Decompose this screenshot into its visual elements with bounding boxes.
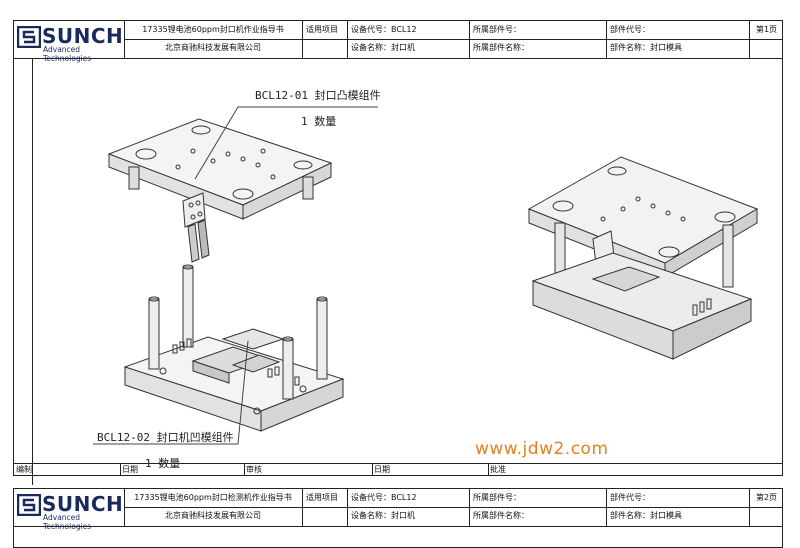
- page-number-2: 第2页: [755, 493, 778, 502]
- logo-text: SUNCH: [42, 24, 124, 48]
- footer-approved-by: 批准: [490, 465, 506, 474]
- equipment-name-2: 设备名称：封口机: [351, 511, 415, 520]
- title-block-header: SUNCH Advanced Technologies 17335锂电池60pp…: [14, 21, 782, 63]
- sheet-page-2: SUNCH Advanced Technologies 17335锂电池60pp…: [13, 488, 783, 548]
- doc-title-2: 17335锂电池60ppm封口检测机作业指导书: [134, 493, 292, 502]
- dept-part-name-2: 所属部件名称：: [473, 511, 529, 520]
- title-block-footer: 编制 日期 审核 日期 批准: [14, 463, 782, 475]
- mold-drawing: [93, 106, 759, 445]
- page-number: 第1页: [755, 25, 778, 34]
- dept-part-number: 所属部件号：: [473, 25, 521, 34]
- assembled-die-view: [527, 156, 759, 360]
- equipment-code-2: 设备代号：BCL12: [351, 493, 417, 502]
- sunch-logo-2: SUNCH Advanced Technologies: [16, 491, 124, 531]
- footer-prepared-by: 编制: [16, 465, 32, 474]
- logo-subtitle: Advanced Technologies: [43, 45, 92, 63]
- logo-subtitle: Advanced Technologies: [43, 513, 92, 531]
- label-upper-assembly: BCL12-01 封口凸模组件: [255, 89, 381, 102]
- upper-die-plate: [107, 118, 333, 263]
- drawing-area: BCL12-01 封口凸模组件 1 数量 BCL12-02 封口机凹模组件 1 …: [32, 59, 784, 485]
- logo-mark-icon: [17, 494, 41, 516]
- label-upper-qty: 1 数量: [301, 115, 337, 128]
- part-name: 部件名称：封口模具: [610, 43, 682, 52]
- equipment-name: 设备名称：封口机: [351, 43, 415, 52]
- watermark-text: www.jdw2.com: [475, 439, 609, 459]
- footer-date-2: 日期: [374, 465, 390, 474]
- lower-die-assembly: [123, 264, 345, 432]
- footer-date-1: 日期: [122, 465, 138, 474]
- logo-text: SUNCH: [42, 492, 124, 516]
- footer-reviewed-by: 审核: [246, 465, 262, 474]
- logo-mark-icon: [17, 26, 41, 48]
- company-name-2: 北京商驰科技发展有限公司: [165, 511, 261, 520]
- label-lower-assembly: BCL12-02 封口机凹模组件: [97, 431, 234, 444]
- equipment-code: 设备代号：BCL12: [351, 25, 417, 34]
- dept-part-name: 所属部件名称：: [473, 43, 529, 52]
- dept-part-number-2: 所属部件号：: [473, 493, 521, 502]
- part-name-2: 部件名称：封口模具: [610, 511, 682, 520]
- title-block-header-2: SUNCH Advanced Technologies 17335锂电池60pp…: [14, 489, 782, 531]
- doc-title: 17335锂电池60ppm封口机作业指导书: [142, 25, 284, 34]
- sunch-logo: SUNCH Advanced Technologies: [16, 23, 124, 63]
- part-code: 部件代号：: [610, 25, 650, 34]
- part-code-2: 部件代号：: [610, 493, 650, 502]
- company-name: 北京商驰科技发展有限公司: [165, 43, 261, 52]
- apply-project-label-2: 适用项目: [306, 493, 338, 502]
- sheet-page-1: SUNCH Advanced Technologies 17335锂电池60pp…: [13, 20, 783, 485]
- apply-project-label: 适用项目: [306, 25, 338, 34]
